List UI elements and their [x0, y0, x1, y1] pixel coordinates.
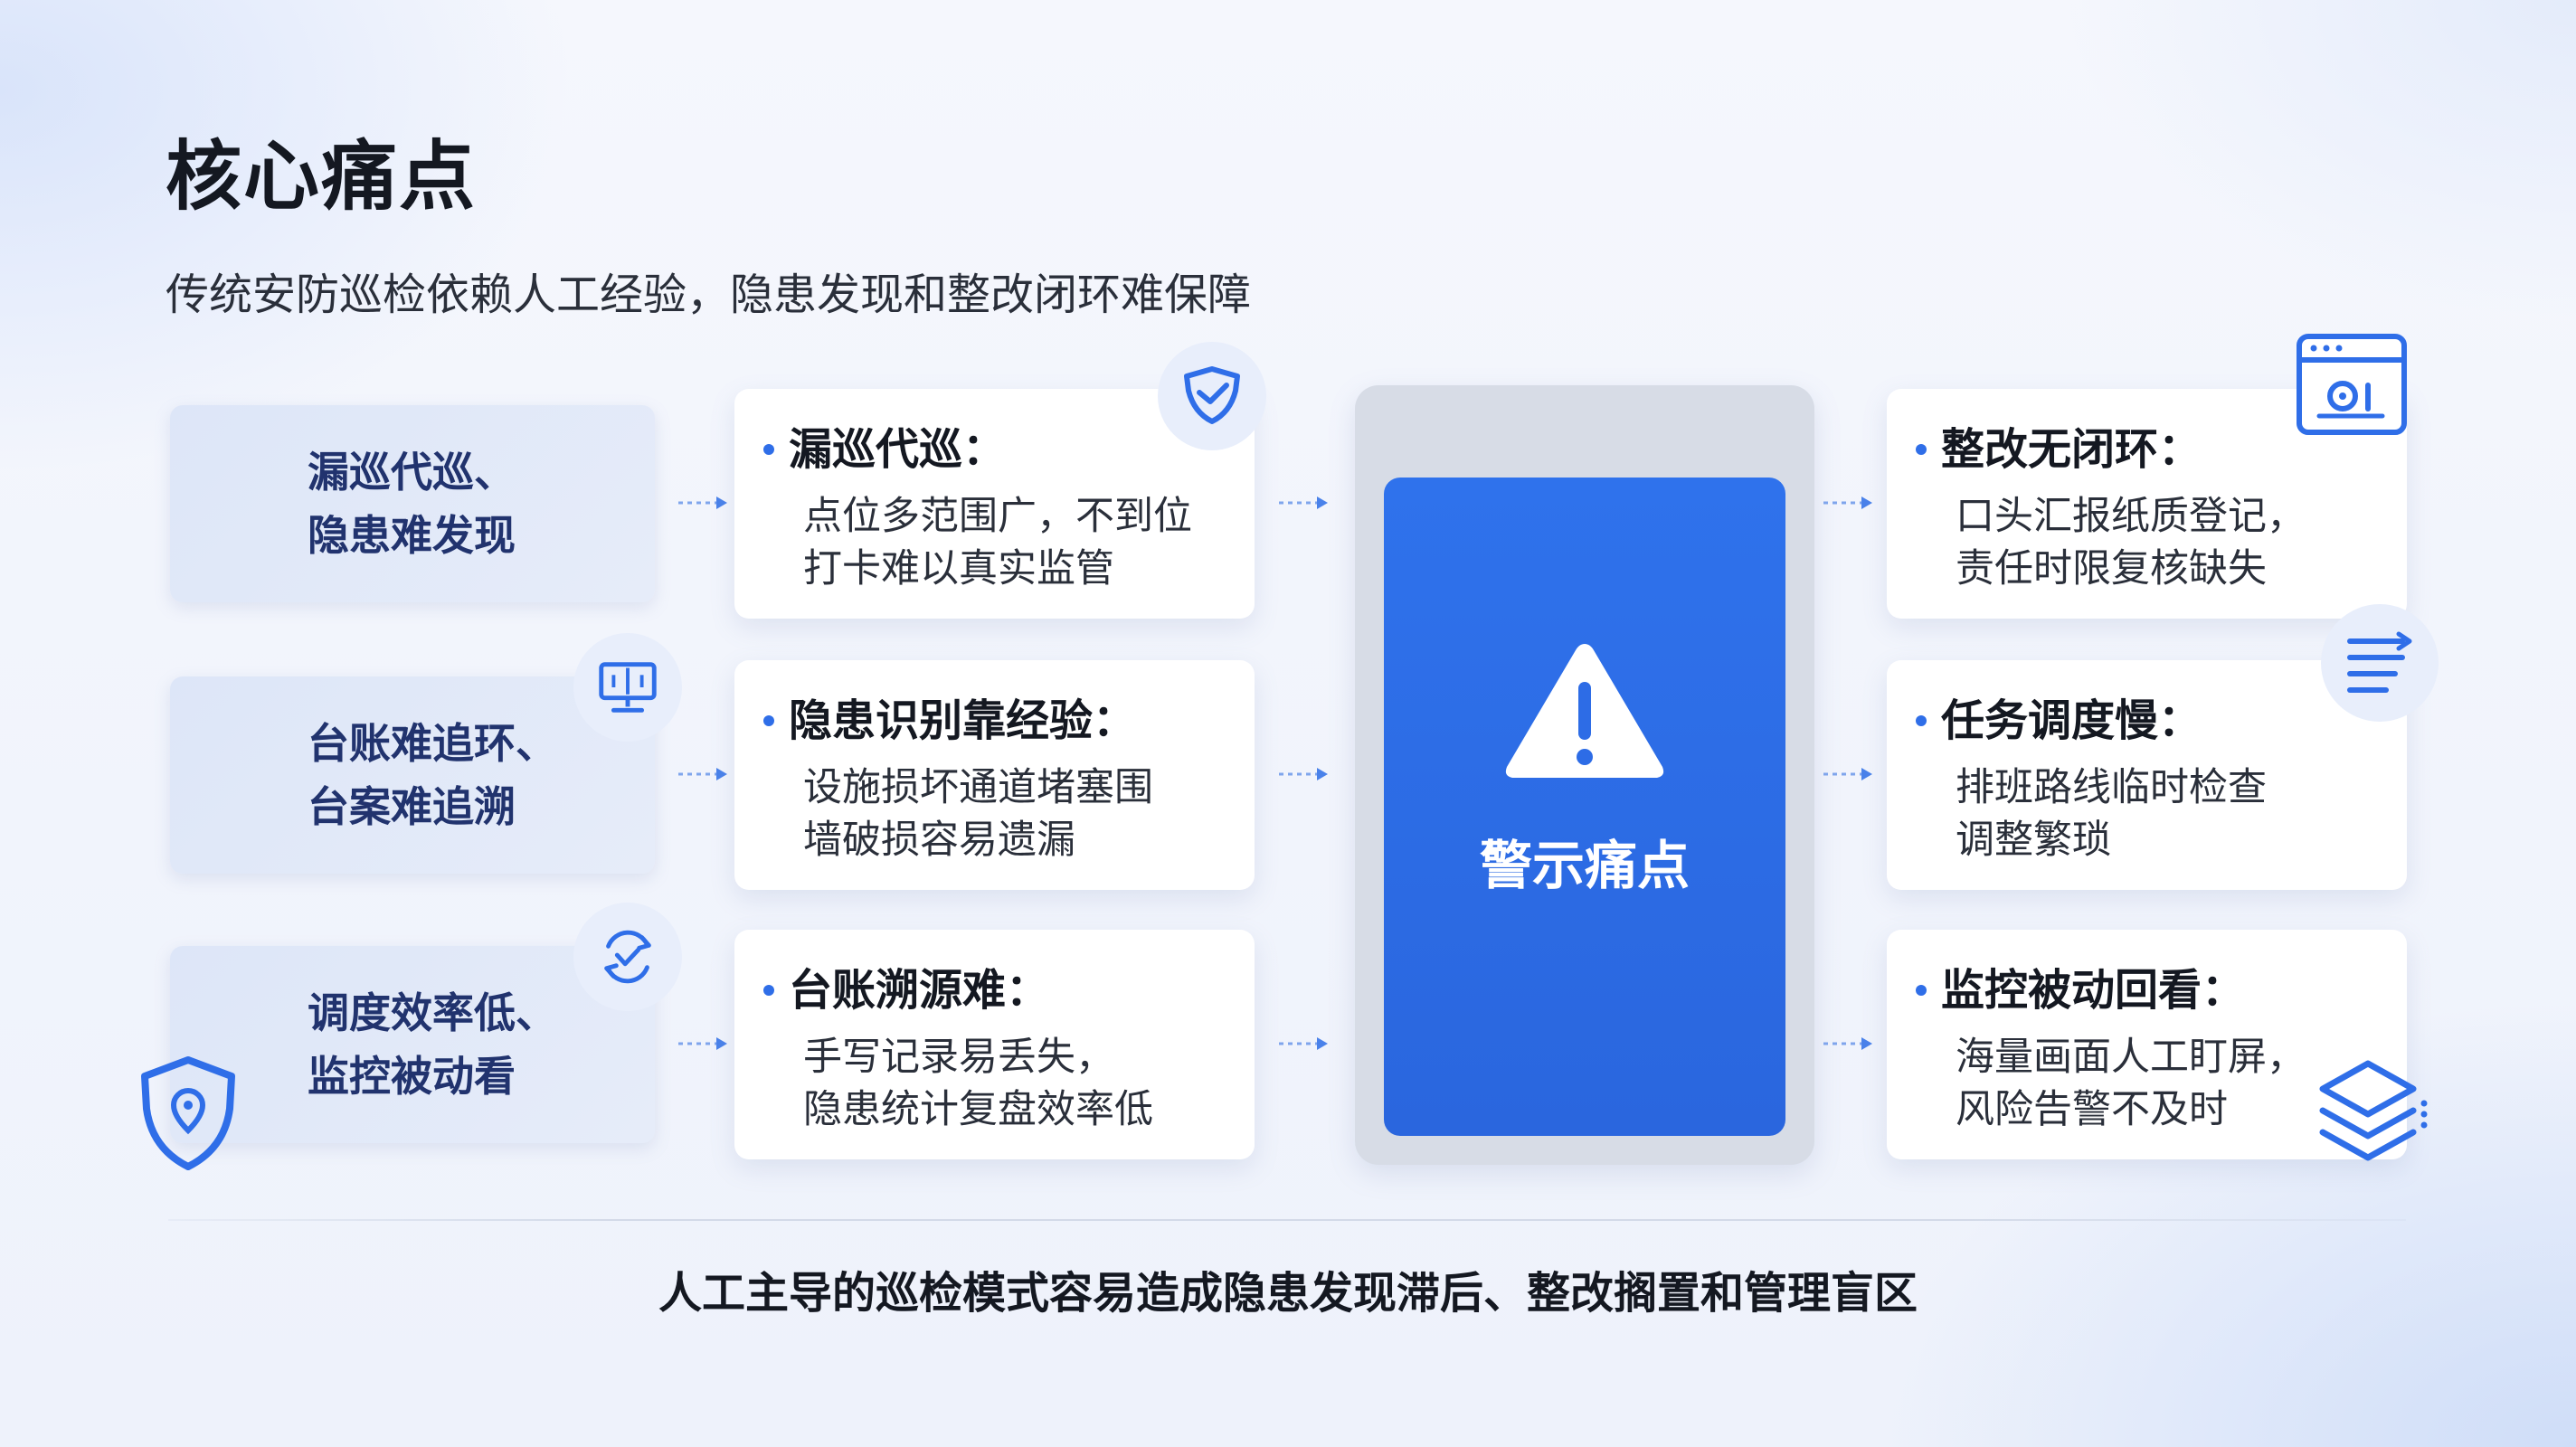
card-title: 台账溯源难： — [789, 965, 1050, 1016]
left-tag-line: 隐患难发现 — [308, 511, 516, 560]
browser-window-icon — [2296, 333, 2408, 436]
card-text: 风险告警不及时 — [1956, 1087, 2228, 1132]
arrow-right-icon — [1822, 1035, 1876, 1053]
layers-icon — [2317, 1058, 2429, 1174]
left-tag-line: 漏巡代巡、 — [308, 448, 516, 497]
card-text: 隐患统计复盘效率低 — [803, 1087, 1153, 1132]
left-tag-line: 调度效率低、 — [308, 988, 557, 1037]
bullet-dot — [1916, 444, 1927, 455]
page-subtitle: 传统安防巡检依赖人工经验，隐患发现和整改闭环难保障 — [166, 270, 1252, 320]
left-tag-line: 台案难追溯 — [308, 782, 516, 831]
card-text: 打卡难以真实监管 — [803, 546, 1114, 591]
left-tag-3: 调度效率低、 监控被动看 — [170, 946, 655, 1143]
warning-triangle-icon — [1501, 638, 1668, 783]
card-text: 墙破损容易遗漏 — [803, 818, 1075, 863]
card-title: 任务调度慢： — [1941, 695, 2202, 746]
shield-location-icon — [136, 1055, 241, 1172]
card-text: 设施损坏通道堵塞围 — [803, 765, 1153, 810]
card-title: 监控被动回看： — [1941, 965, 2246, 1016]
card-text: 手写记录易丢失， — [803, 1035, 1114, 1080]
bullet-dot — [1916, 985, 1927, 996]
card-text: 排班路线临时检查 — [1956, 765, 2267, 810]
card-title: 漏巡代巡： — [789, 424, 1007, 475]
list-lines-icon — [2321, 604, 2439, 722]
refresh-check-icon — [573, 903, 682, 1011]
left-tag-2: 台账难追环、 台案难追溯 — [170, 676, 655, 874]
bullet-dot — [763, 715, 774, 726]
page-title: 核心痛点 — [166, 132, 478, 221]
card-title: 整改无闭环： — [1941, 424, 2202, 475]
arrow-right-icon — [1822, 494, 1876, 512]
warning-panel — [1384, 478, 1785, 1136]
right-card-2: 任务调度慢： 排班路线临时检查 调整繁琐 — [1887, 660, 2407, 890]
card-title: 隐患识别靠经验： — [789, 695, 1137, 746]
left-tag-1: 漏巡代巡、 隐患难发现 — [170, 405, 655, 602]
left-tag-line: 监控被动看 — [308, 1052, 516, 1101]
card-text: 点位多范围广，不到位 — [803, 494, 1192, 539]
arrow-right-icon — [1277, 494, 1331, 512]
bullet-dot — [763, 985, 774, 996]
left-tag-line: 台账难追环、 — [308, 719, 557, 768]
right-card-1: 整改无闭环： 口头汇报纸质登记， 责任时限复核缺失 — [1887, 389, 2407, 619]
arrow-right-icon — [677, 1035, 731, 1053]
card-text: 责任时限复核缺失 — [1956, 546, 2267, 591]
right-card-3: 监控被动回看： 海量画面人工盯屏， 风险告警不及时 — [1887, 930, 2407, 1159]
footer-divider — [168, 1219, 2406, 1221]
bullet-dot — [763, 444, 774, 455]
left-card-2: 隐患识别靠经验： 设施损坏通道堵塞围 墙破损容易遗漏 — [734, 660, 1255, 890]
shield-check-icon — [1158, 342, 1266, 450]
bullet-dot — [1916, 715, 1927, 726]
arrow-right-icon — [1822, 765, 1876, 783]
arrow-right-icon — [1277, 765, 1331, 783]
card-text: 海量画面人工盯屏， — [1956, 1035, 2306, 1080]
arrow-right-icon — [1277, 1035, 1331, 1053]
book-stand-icon — [573, 633, 682, 742]
warning-label: 警示痛点 — [1479, 835, 1690, 896]
arrow-right-icon — [677, 494, 731, 512]
card-text: 调整繁琐 — [1956, 818, 2111, 863]
card-text: 口头汇报纸质登记， — [1956, 494, 2306, 539]
arrow-right-icon — [677, 765, 731, 783]
left-card-3: 台账溯源难： 手写记录易丢失， 隐患统计复盘效率低 — [734, 930, 1255, 1159]
footer-summary: 人工主导的巡检模式容易造成隐患发现滞后、整改搁置和管理盲区 — [658, 1268, 1918, 1319]
